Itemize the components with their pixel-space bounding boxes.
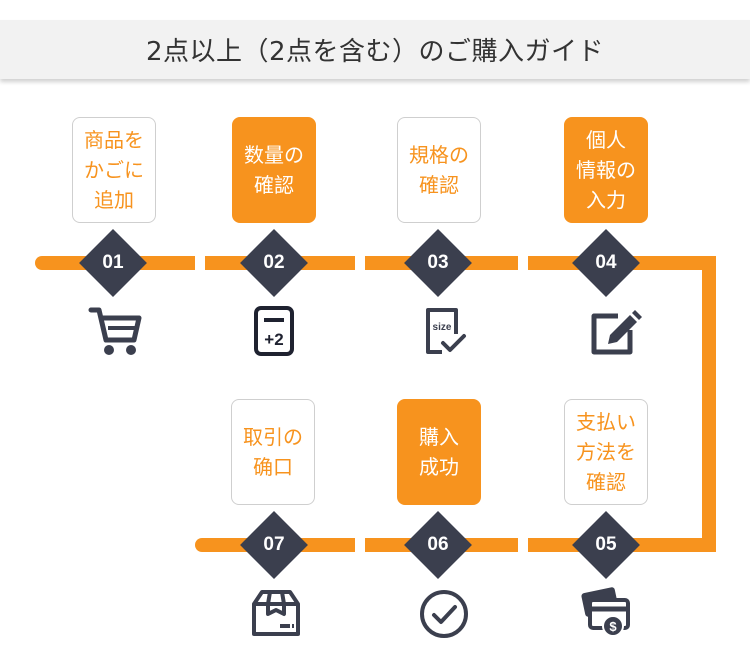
- plus-two-text: +2: [264, 330, 283, 349]
- step-number: 05: [595, 534, 617, 555]
- step-01-box: 商品を かごに 追加: [72, 117, 156, 223]
- edit-icon: [586, 304, 642, 360]
- step-03-box: 規格の 確認: [397, 117, 481, 223]
- step-label: 取引の 确口: [243, 425, 303, 479]
- cart-icon: [88, 304, 144, 360]
- check-circle-icon: [416, 586, 472, 642]
- page-title: 2点以上（2点を含む）のご購入ガイド: [145, 37, 605, 67]
- step-number: 04: [595, 252, 617, 273]
- step-04-box: 個人 情報の 入力: [564, 117, 648, 223]
- step-number: 01: [102, 252, 124, 273]
- step-number: 06: [427, 534, 449, 555]
- header-bar: 2点以上（2点を含む）のご購入ガイド: [0, 20, 750, 79]
- step-number: 02: [263, 252, 285, 273]
- step-label: 規格の 確認: [409, 143, 469, 197]
- plus-two-icon: +2: [246, 304, 302, 360]
- step-06-box: 購入 成功: [397, 399, 481, 505]
- size-text: size: [433, 322, 452, 333]
- dollar-text: $: [609, 619, 617, 634]
- track-connector: [702, 256, 716, 552]
- payment-card-icon: $: [578, 584, 634, 640]
- package-icon: [248, 586, 304, 642]
- step-05-box: 支払い 方法を 確認: [564, 399, 648, 505]
- step-07-box: 取引の 确口: [231, 399, 315, 505]
- step-number: 07: [263, 534, 285, 555]
- step-label: 個人 情報の 入力: [576, 128, 636, 212]
- step-label: 数量の 確認: [244, 143, 304, 197]
- step-label: 商品を かごに 追加: [84, 128, 144, 212]
- step-label: 購入 成功: [419, 425, 459, 479]
- step-label: 支払い 方法を 確認: [576, 410, 636, 494]
- step-02-box: 数量の 確認: [232, 117, 316, 223]
- size-check-icon: size: [412, 304, 468, 360]
- step-number: 03: [427, 252, 449, 273]
